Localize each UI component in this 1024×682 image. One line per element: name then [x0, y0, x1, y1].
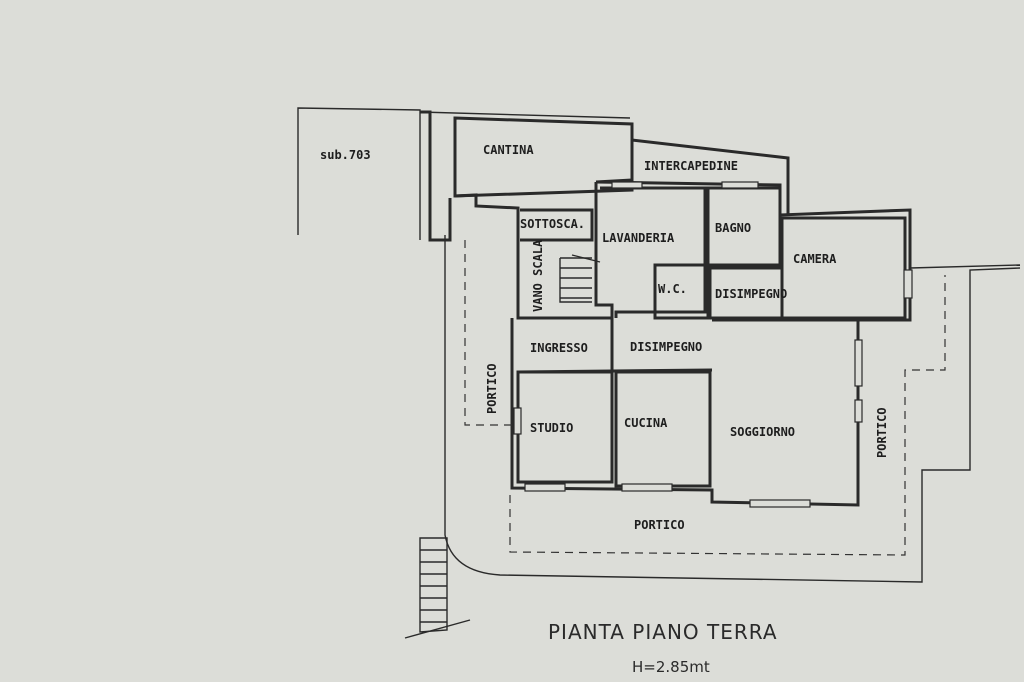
- window: [854, 339, 863, 387]
- lot-boundary-right: [909, 264, 1021, 269]
- portico-left-outline: [464, 240, 515, 426]
- window: [749, 499, 811, 508]
- stair-lines: [559, 257, 592, 303]
- window: [721, 181, 759, 189]
- room-label-disimpegno-upper: DISIMPEGNO: [715, 287, 787, 301]
- stair-arrow: [571, 254, 601, 263]
- room-label-intercapedine: INTERCAPEDINE: [644, 159, 738, 173]
- window: [854, 399, 863, 423]
- room-label-portico-bottom: PORTICO: [634, 518, 685, 532]
- room-label-sottoscala: SOTTOSCA.: [520, 217, 585, 231]
- window: [611, 181, 643, 189]
- portico-bottom-outline: [509, 275, 946, 556]
- room-label-soggiorno: SOGGIORNO: [730, 425, 795, 439]
- boundary-line-top: [419, 111, 631, 119]
- window: [513, 407, 522, 435]
- room-label-ingresso: INGRESSO: [530, 341, 588, 355]
- house-outer-walls: [454, 182, 614, 320]
- plan-title: PIANTA PIANO TERRA: [548, 620, 778, 644]
- window: [621, 483, 673, 492]
- room-label-lavanderia: LAVANDERIA: [602, 231, 675, 245]
- room-label-vano-scala: VANO SCALA: [531, 239, 545, 312]
- camera-walls: [780, 216, 907, 320]
- height-note: H=2.85mt: [632, 658, 710, 676]
- window: [903, 269, 913, 299]
- studio-walls: [516, 370, 614, 484]
- cantina-walls: [453, 116, 634, 198]
- window: [524, 483, 566, 492]
- room-label-studio: STUDIO: [530, 421, 573, 435]
- wc-walls: [653, 263, 710, 320]
- cucina-walls: [614, 370, 712, 488]
- room-label-disimpegno-lower: DISIMPEGNO: [630, 340, 702, 354]
- room-label-cucina: CUCINA: [624, 416, 668, 430]
- room-label-wc: W.C.: [658, 282, 687, 296]
- room-label-bagno: BAGNO: [715, 221, 751, 235]
- neighbor-label: sub.703: [320, 148, 371, 162]
- room-label-cantina: CANTINA: [483, 143, 534, 157]
- room-label-portico-right: PORTICO: [875, 407, 889, 458]
- room-label-camera: CAMERA: [793, 252, 837, 266]
- external-stair: [419, 537, 448, 633]
- lot-wall-left: [420, 110, 452, 242]
- stair-base-line: [404, 619, 471, 639]
- room-label-portico-left: PORTICO: [485, 363, 499, 414]
- intercapedine-walls: [595, 138, 790, 215]
- lavanderia-walls: [600, 186, 707, 318]
- neighbor-boundary: [297, 107, 421, 240]
- sottoscala-walls: [520, 208, 594, 242]
